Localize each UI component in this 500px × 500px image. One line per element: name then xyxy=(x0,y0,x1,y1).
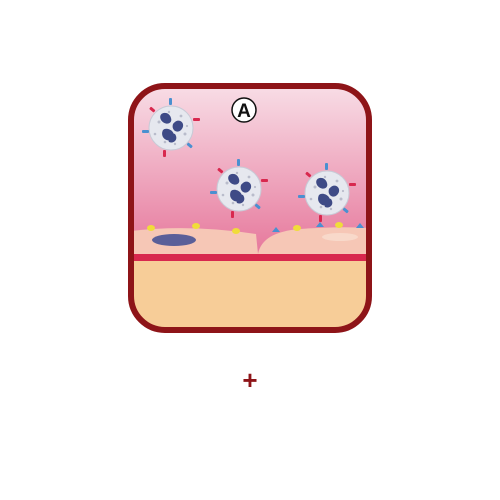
surface-receptors xyxy=(147,222,364,234)
receptor-marker xyxy=(293,225,301,231)
panel-label-circle xyxy=(231,97,257,123)
plus-symbol: + xyxy=(242,365,257,395)
panel-interior xyxy=(131,86,369,330)
tissue-layer xyxy=(131,256,369,330)
receptor-marker xyxy=(232,228,240,234)
endothelial-nucleus xyxy=(152,234,196,246)
panel-frame xyxy=(128,83,372,333)
panel-label-badge: A xyxy=(231,97,257,123)
panel-label: A xyxy=(237,101,251,122)
receptor-marker xyxy=(147,225,155,231)
receptor-marker xyxy=(272,227,280,232)
receptor-marker xyxy=(192,223,200,229)
receptor-marker xyxy=(335,222,343,228)
receptor-marker xyxy=(316,222,324,227)
vessel-wall-line xyxy=(131,254,369,261)
receptor-marker xyxy=(356,223,364,228)
endothelial-highlight xyxy=(322,233,358,241)
